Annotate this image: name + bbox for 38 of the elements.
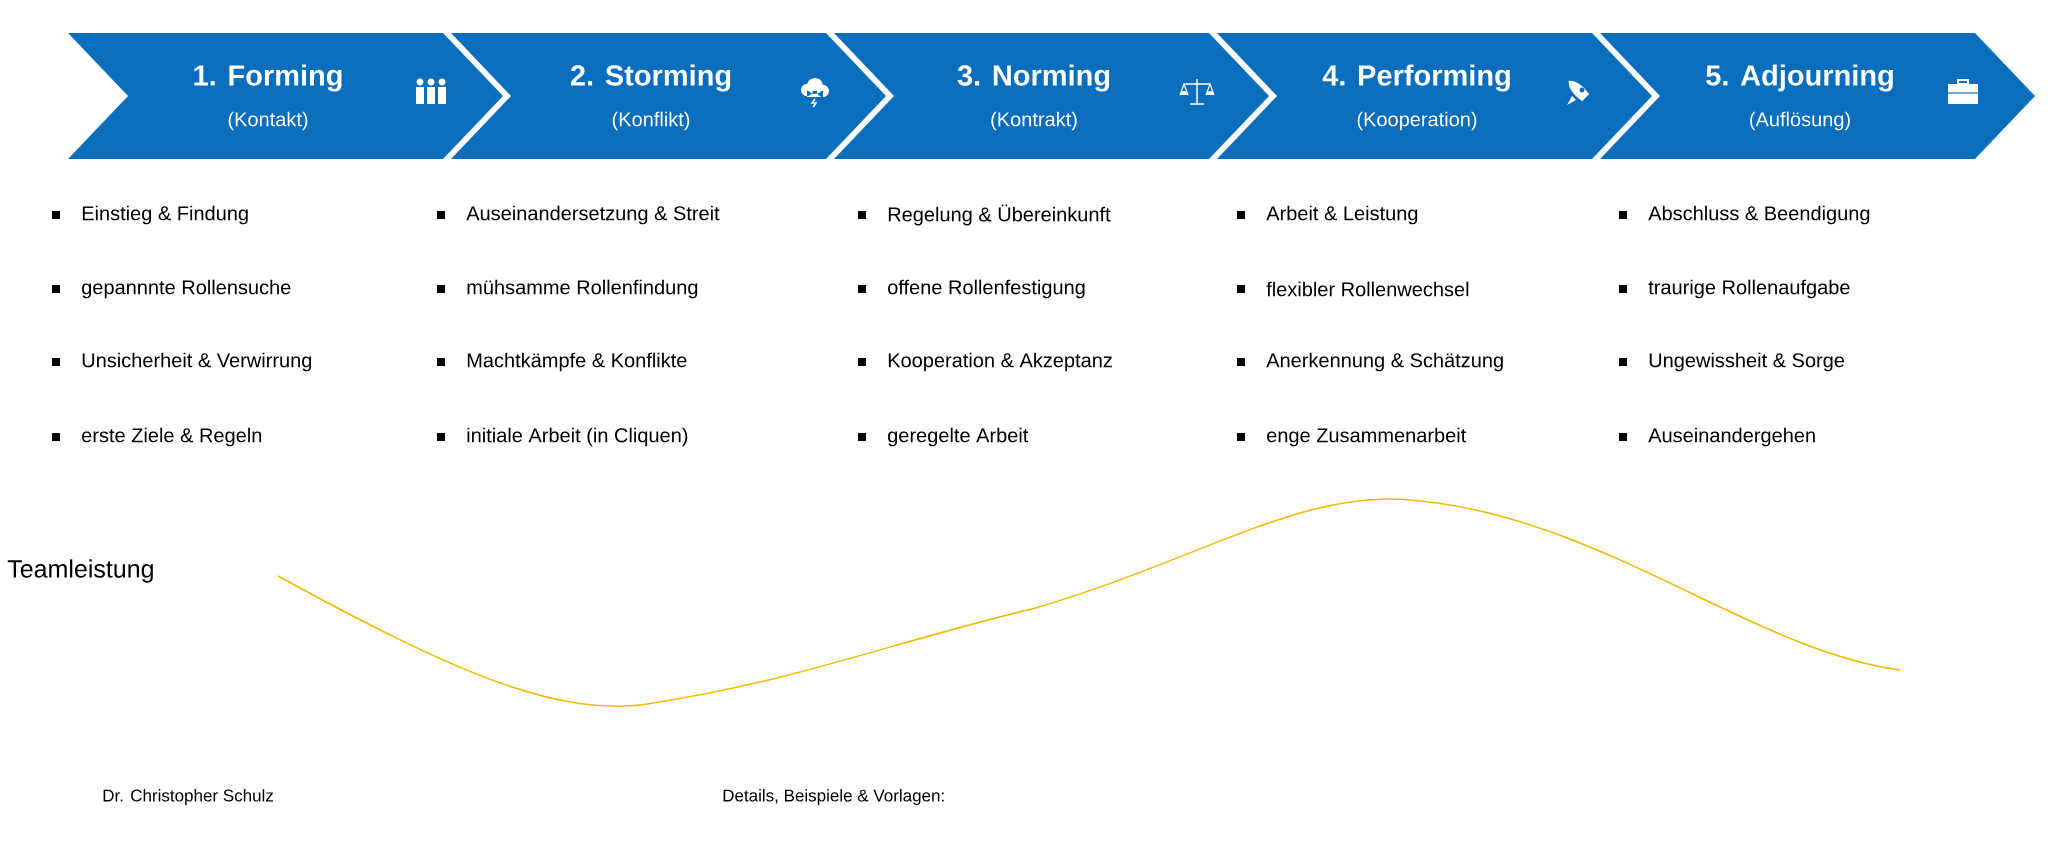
chevron-box: 4. Performing (Kooperation) [1217,33,1652,159]
list-item: traurige Rollenaufgabe [1648,279,1850,299]
list-item: Ungewissheit & Sorge [1649,352,1845,372]
list-item: enge Zusammenarbeit [1267,427,1467,447]
node-label: (Kontrakt) [991,111,1077,131]
chevron-box: 3. Norming (Kontrakt) [834,33,1269,159]
list-item: Unsicherheit & Verwirrung [82,352,312,372]
list-item: geregelte Arbeit [888,427,1029,447]
list-item: mühsamme Rollenfindung [467,279,698,299]
list-item: Abschluss & Beendigung [1648,205,1870,225]
node-label: 1. Forming [194,64,342,92]
footer-text: Dr. Christopher Schulz [103,789,273,805]
list-item: Anerkennung & Schätzung [1266,352,1503,372]
node-label: 3. Norming [957,64,1110,92]
list-item: gepannnte Rollensuche [82,279,291,299]
list-item: Regelung & Übereinkunft [888,204,1111,226]
axis-label: Teamleistung [7,559,153,583]
footer-text: Details, Beispiele & Vorlagen: [723,789,944,805]
node-label: (Auflösung) [1750,111,1850,131]
node-label: (Konflikt) [612,111,690,131]
list-item: Machtkämpfe & Konflikte [467,352,687,372]
list-item: Arbeit & Leistung [1266,205,1418,225]
chevron-box: 2. Storming (Konflikt) [451,33,886,159]
chevron-box: 5. Adjourning (Auflösung) [1600,33,2035,159]
node-label: 5. Adjourning [1706,64,1893,92]
chevron-box: 1. Forming (Kontakt) [68,33,503,159]
list-item: Kooperation & Akzeptanz [888,352,1112,372]
list-item: erste Ziele & Regeln [82,427,262,447]
list-item: initiale Arbeit (in Cliquen) [467,427,688,447]
list-item: flexibler Rollenwechsel [1266,281,1469,297]
node-label: 4. Performing [1322,64,1510,92]
list-item: Auseinandergehen [1648,427,1815,447]
node-label: 2. Storming [570,64,731,92]
node-label: (Kontakt) [228,111,308,131]
list-item: offene Rollenfestigung [888,279,1085,299]
list-item: Einstieg & Findung [82,205,248,225]
node-label: (Kooperation) [1357,111,1477,131]
list-item: Auseinandersetzung & Streit [466,205,720,225]
